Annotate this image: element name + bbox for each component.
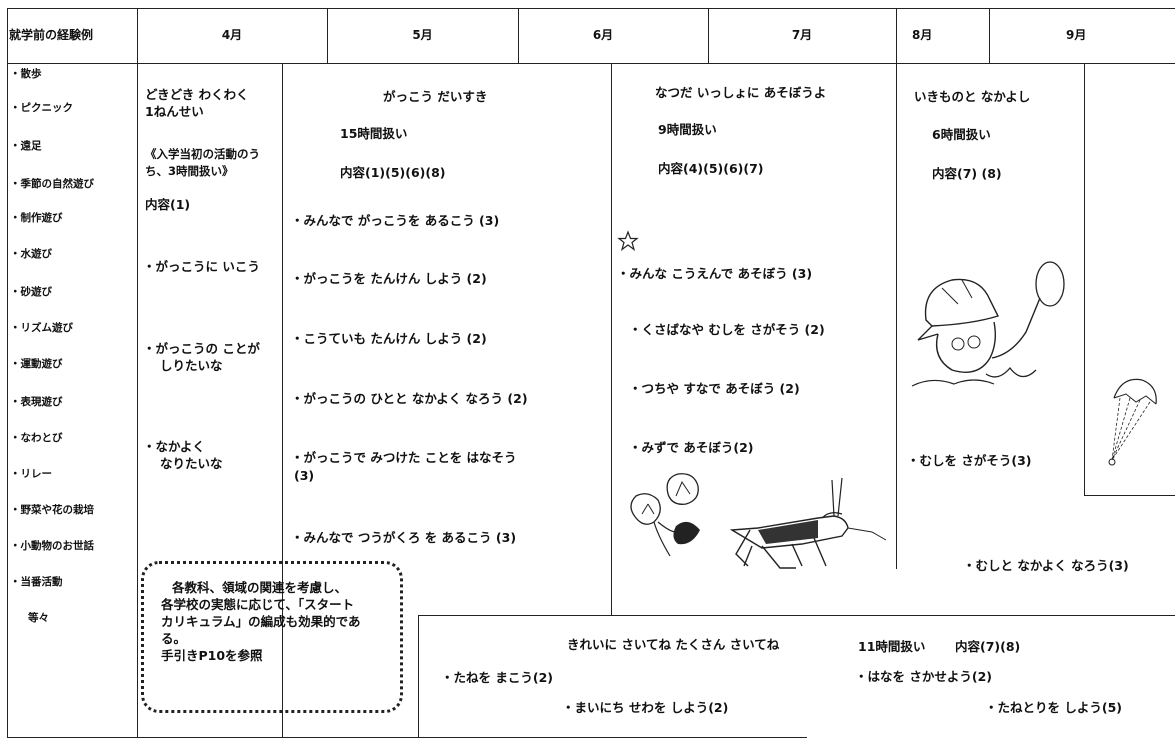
experience-item: ・リズム遊び	[10, 322, 73, 334]
unit3-hours: 9時間扱い	[658, 122, 717, 137]
experience-item: ・当番活動	[10, 576, 63, 588]
unit1-activity: ・がっこうに いこう	[143, 259, 260, 274]
unit2-activity: ・みんなで つうがくろ を あるこう (3)	[291, 530, 517, 545]
unit5-activity: ・はなを さかせよう(2)	[855, 669, 992, 684]
unit4-content: 内容(7) (8)	[932, 166, 1002, 181]
star-icon	[617, 230, 639, 252]
experience-item: ・季節の自然遊び	[10, 178, 94, 190]
unit5-top-border	[418, 615, 1175, 616]
experience-item: ・表現遊び	[10, 396, 63, 408]
unit2-activity: ・がっこうを たんけん しよう (2)	[291, 271, 487, 286]
unit1-title-line1: どきどき わくわく	[145, 87, 249, 102]
unit3-activity: ・くさばなや むしを さがそう (2)	[629, 322, 825, 337]
unit4-activity: ・むしを さがそう(3)	[907, 453, 1032, 468]
header-september: 9月	[1066, 28, 1087, 42]
unit5-hours: 11時間扱い	[858, 639, 926, 654]
child-with-net-illustration	[911, 261, 1065, 387]
note-reference: 手引きP10を参照	[161, 648, 263, 663]
table-top-border	[7, 8, 1175, 9]
experience-item: ・運動遊び	[10, 358, 63, 370]
unit2-title: がっこう だいすき	[383, 89, 488, 104]
experience-item: ・野菜や花の栽培	[10, 504, 94, 516]
header-july: 7月	[791, 28, 813, 42]
unit1-activity-cont: なりたいな	[160, 456, 223, 471]
unit2-activity: ・こうていも たんけん しよう (2)	[291, 331, 487, 346]
note-line: 各学校の実態に応じて、「スタート	[161, 597, 355, 612]
unit5-activity: ・たねとりを しよう(5)	[985, 700, 1122, 715]
experience-item: ・砂遊び	[10, 286, 52, 298]
header-experience: 就学前の経験例	[9, 28, 94, 42]
unit1-note-line1: 《入学当初の活動のう	[145, 147, 260, 161]
unit2-hours: 15時間扱い	[340, 126, 408, 141]
table-bottom-border	[7, 737, 807, 738]
experience-item: ・制作遊び	[10, 212, 63, 224]
unit3-activity: ・つちや すなで あそぼう (2)	[629, 381, 800, 396]
grasshopper-illustration	[729, 477, 887, 569]
experience-item: 等々	[28, 612, 49, 624]
unit2-right-border	[611, 63, 612, 615]
experience-item: ・散歩	[10, 68, 42, 80]
unit5-title: きれいに さいてね たくさん さいてね	[567, 637, 780, 652]
unit3-activity: ・みんな こうえんで あそぼう (3)	[617, 266, 813, 281]
header-august: 8月	[912, 28, 933, 42]
experience-item: ・水遊び	[10, 248, 52, 260]
col-divider-jul-aug	[896, 8, 897, 63]
reference-note-box	[141, 561, 403, 713]
unit2-activity: ・がっこうで みつけた ことを はなそう	[291, 450, 517, 465]
header-may: 5月	[412, 28, 433, 42]
unit2-activity: ・がっこうの ひとと なかよく なろう (2)	[291, 391, 528, 406]
unit1-content: 内容(1)	[145, 197, 191, 212]
unit5-content: 内容(7)(8)	[955, 639, 1021, 654]
unit2-activity-cont: (3)	[294, 468, 315, 483]
header-bottom-border	[7, 63, 1175, 64]
unit1-note-line2: ち、3時間扱い》	[145, 164, 234, 178]
unit1-activity: ・がっこうの ことが	[143, 341, 260, 356]
col-divider-aug-sep	[989, 8, 990, 63]
unit1-activity: ・なかよく	[143, 439, 205, 454]
unit5-activity: ・まいにち せわを しよう(2)	[562, 700, 729, 715]
unit1-title-line2: 1ねんせい	[145, 104, 204, 119]
unit3-activity: ・みずで あそぼう(2)	[629, 440, 754, 455]
experience-item: ・リレー	[10, 468, 52, 480]
unit4-inner-box-bottom	[1084, 495, 1175, 496]
col-divider-experience	[137, 8, 138, 737]
morning-glory-illustration	[630, 473, 700, 557]
col-divider-may-jun	[518, 8, 519, 63]
unit4-hours: 6時間扱い	[932, 127, 991, 142]
dandelion-seed-illustration	[1108, 378, 1157, 466]
unit2-activity: ・みんなで がっこうを あるこう (3)	[291, 213, 500, 228]
col-divider-jun-jul	[708, 8, 709, 63]
header-june: 6月	[592, 28, 614, 42]
unit3-right-border	[896, 63, 897, 569]
unit3-content: 内容(4)(5)(6)(7)	[658, 161, 764, 176]
unit2-content: 内容(1)(5)(6)(8)	[340, 165, 446, 180]
col-divider-apr-may	[327, 8, 328, 63]
unit4-activity: ・むしと なかよく なろう(3)	[963, 558, 1129, 573]
unit4-title: いきものと なかよし	[914, 89, 1031, 104]
unit5-activity: ・たねを まこう(2)	[441, 670, 553, 685]
unit1-right-border	[282, 63, 283, 737]
experience-item: ・ピクニック	[10, 102, 73, 114]
note-line: る。	[161, 631, 187, 646]
unit3-title: なつだ いっしょに あそぼうよ	[655, 85, 827, 100]
header-april: 4月	[221, 28, 243, 42]
note-line: 各教科、領域の関連を考慮し、	[172, 580, 348, 595]
unit1-activity-cont: しりたいな	[160, 358, 223, 373]
unit4-inner-box-left	[1084, 63, 1085, 495]
note-line: カリキュラム」の編成も効果的であ	[161, 614, 361, 629]
experience-item: ・小動物のお世話	[10, 540, 94, 552]
experience-item: ・遠足	[10, 140, 42, 152]
experience-item: ・なわとび	[10, 432, 63, 444]
unit5-left-border	[418, 615, 419, 737]
table-left-border	[7, 8, 8, 737]
